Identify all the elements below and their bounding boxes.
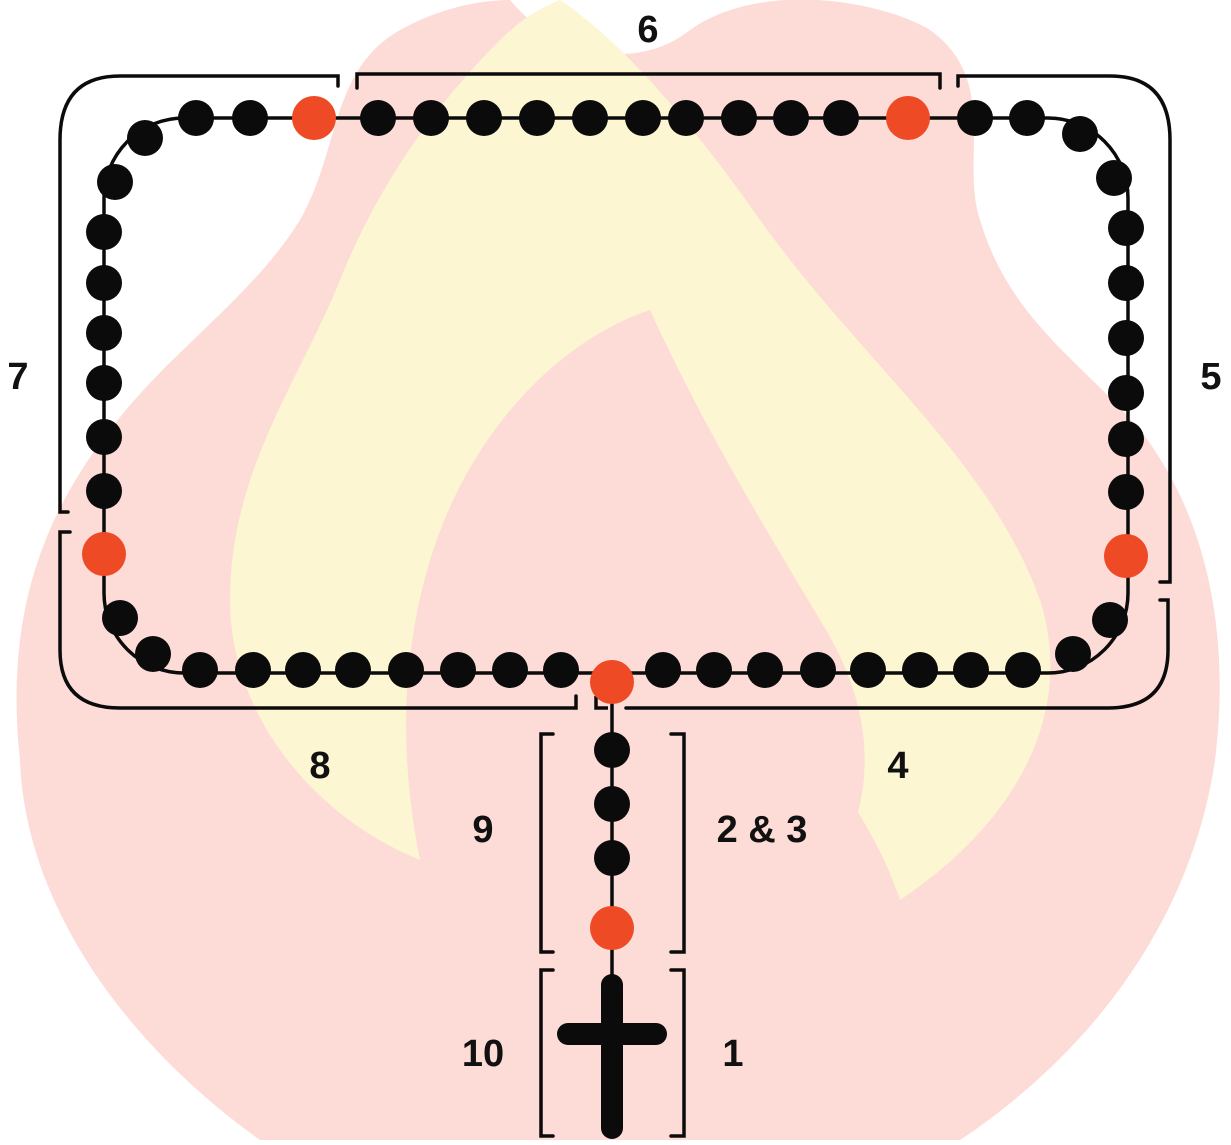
bead	[696, 652, 732, 688]
bead	[86, 365, 122, 401]
bead	[1108, 474, 1144, 510]
label-section-10: 10	[461, 1033, 505, 1075]
marker-bead	[292, 96, 336, 140]
bead	[902, 652, 938, 688]
marker-bead	[590, 906, 634, 950]
bead	[86, 419, 122, 455]
rosary-beads	[82, 96, 1148, 950]
bead	[285, 652, 321, 688]
bead	[1108, 320, 1144, 356]
bead	[1108, 421, 1144, 457]
bead	[747, 652, 783, 688]
bracket-section-4-tick	[594, 696, 608, 710]
label-section-7: 7	[7, 356, 29, 398]
bead	[86, 473, 122, 509]
bracket-section-2-3	[669, 732, 686, 954]
bead	[721, 100, 757, 136]
section-brackets	[58, 72, 1172, 1138]
bead	[594, 840, 630, 876]
bead	[86, 315, 122, 351]
marker-bead	[82, 532, 126, 576]
bead	[466, 100, 502, 136]
label-section-1: 1	[722, 1033, 744, 1075]
bead	[1092, 602, 1128, 638]
marker-bead	[590, 660, 634, 704]
bead	[182, 652, 218, 688]
bead	[102, 600, 138, 636]
bead	[492, 652, 528, 688]
bead	[594, 732, 630, 768]
cross-icon	[557, 974, 667, 1139]
bead	[388, 652, 424, 688]
marker-bead	[886, 96, 930, 140]
bead	[850, 652, 886, 688]
bead	[572, 100, 608, 136]
bead	[1108, 265, 1144, 301]
bead	[135, 636, 171, 672]
bracket-section-1	[669, 968, 686, 1138]
bead	[1009, 100, 1045, 136]
flame-core-shape	[576, 310, 865, 860]
label-section-8: 8	[309, 745, 331, 787]
bead	[668, 100, 704, 136]
label-section-9: 9	[472, 809, 494, 851]
bead	[625, 100, 661, 136]
bracket-section-7	[58, 74, 340, 514]
bead	[178, 100, 214, 136]
bead	[1055, 636, 1091, 672]
bracket-section-5	[956, 74, 1172, 584]
bead	[232, 100, 268, 136]
bead	[594, 786, 630, 822]
label-section-4: 4	[887, 745, 909, 787]
bracket-section-9	[539, 732, 555, 954]
bead	[1108, 375, 1144, 411]
bead	[1096, 160, 1132, 196]
bead	[823, 100, 859, 136]
bead	[1005, 652, 1041, 688]
bead	[97, 164, 133, 200]
bead	[360, 100, 396, 136]
marker-bead	[1104, 534, 1148, 578]
bead	[953, 652, 989, 688]
bracket-section-8	[58, 530, 578, 710]
bead	[440, 652, 476, 688]
bead	[543, 652, 579, 688]
bead	[127, 120, 163, 156]
bead	[235, 652, 271, 688]
bracket-section-6	[355, 72, 942, 90]
bead	[86, 214, 122, 250]
bead	[773, 100, 809, 136]
label-section-2-3: 2 & 3	[716, 809, 808, 851]
bead	[413, 100, 449, 136]
bracket-section-4	[624, 598, 1170, 710]
label-section-6: 6	[637, 9, 659, 51]
bead	[800, 652, 836, 688]
bead	[1108, 210, 1144, 246]
bead	[86, 265, 122, 301]
bead	[519, 100, 555, 136]
bead	[1062, 116, 1098, 152]
bead	[335, 652, 371, 688]
flame-icon	[16, 0, 1220, 1140]
bracket-section-10	[539, 968, 555, 1138]
bead	[645, 652, 681, 688]
bead	[957, 100, 993, 136]
label-section-5: 5	[1200, 356, 1222, 398]
